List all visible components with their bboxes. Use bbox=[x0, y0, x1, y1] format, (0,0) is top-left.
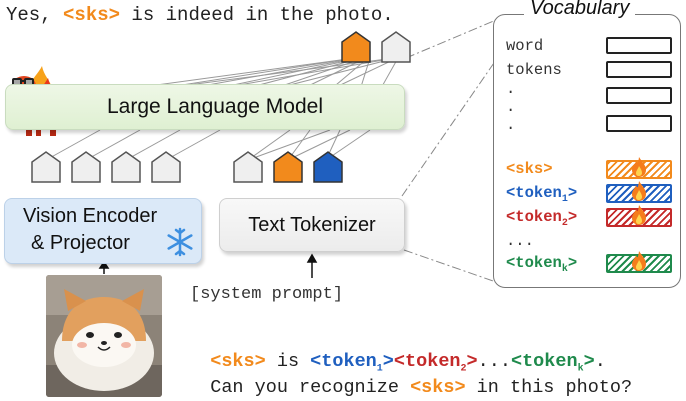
input-tokens bbox=[31, 151, 343, 183]
sks-input-token bbox=[273, 151, 303, 183]
vision-encoder-box: Vision Encoder & Projector bbox=[4, 198, 202, 264]
vocabulary-title: Vocabulary bbox=[524, 0, 636, 20]
vocabulary-panel bbox=[493, 14, 681, 288]
llm-output-text: Yes, <sks> is indeed in the photo. bbox=[6, 4, 394, 26]
system-prompt-text: [system prompt] bbox=[190, 285, 344, 304]
vocab-dot: . bbox=[506, 80, 516, 98]
user-prompt-line-1: <sks> is <token1><token2>...<tokenk>. bbox=[210, 351, 606, 375]
user-prompt-line-2: Can you recognize <sks> in this photo? bbox=[210, 377, 633, 398]
snowflake-icon bbox=[167, 227, 193, 257]
llm-label: Large Language Model bbox=[106, 95, 323, 118]
vocab-slot bbox=[606, 87, 672, 104]
large-language-model-box: Large Language Model bbox=[5, 84, 405, 130]
fire-icon bbox=[632, 205, 646, 225]
vocab-slot bbox=[606, 61, 672, 78]
projector-label: & Projector bbox=[31, 232, 130, 254]
vocab-token2-label: <token2> bbox=[506, 208, 578, 230]
text-tokenizer-box: Text Tokenizer bbox=[219, 198, 405, 252]
fire-icon bbox=[632, 251, 646, 271]
sks-token-text: <sks> bbox=[63, 4, 121, 26]
vocab-slot bbox=[606, 115, 672, 132]
vision-encoder-label: Vision Encoder bbox=[23, 205, 158, 227]
text-tokenizer-label: Text Tokenizer bbox=[248, 213, 376, 236]
output-token-generic bbox=[381, 31, 411, 63]
fire-icon bbox=[632, 181, 646, 201]
vocab-slot bbox=[606, 37, 672, 54]
text-token bbox=[233, 151, 263, 183]
image-token bbox=[71, 151, 101, 183]
fire-icon bbox=[632, 157, 646, 177]
output-tokens bbox=[341, 31, 411, 63]
vocab-dot: . bbox=[506, 98, 516, 116]
output-token-sks bbox=[341, 31, 371, 63]
image-token bbox=[31, 151, 61, 183]
vocab-sks-label: <sks> bbox=[506, 160, 553, 178]
image-token bbox=[111, 151, 141, 183]
vocab-word-label: word bbox=[506, 37, 544, 55]
vocab-ellipsis: ... bbox=[506, 232, 534, 250]
vocab-tokens-label: tokens bbox=[506, 61, 562, 79]
input-photo bbox=[46, 275, 162, 397]
image-token bbox=[151, 151, 181, 183]
vocab-token1-label: <token1> bbox=[506, 184, 578, 206]
token1-input-token bbox=[313, 151, 343, 183]
vocab-tokenk-label: <tokenk> bbox=[506, 254, 578, 276]
vocab-dot: . bbox=[506, 116, 516, 134]
